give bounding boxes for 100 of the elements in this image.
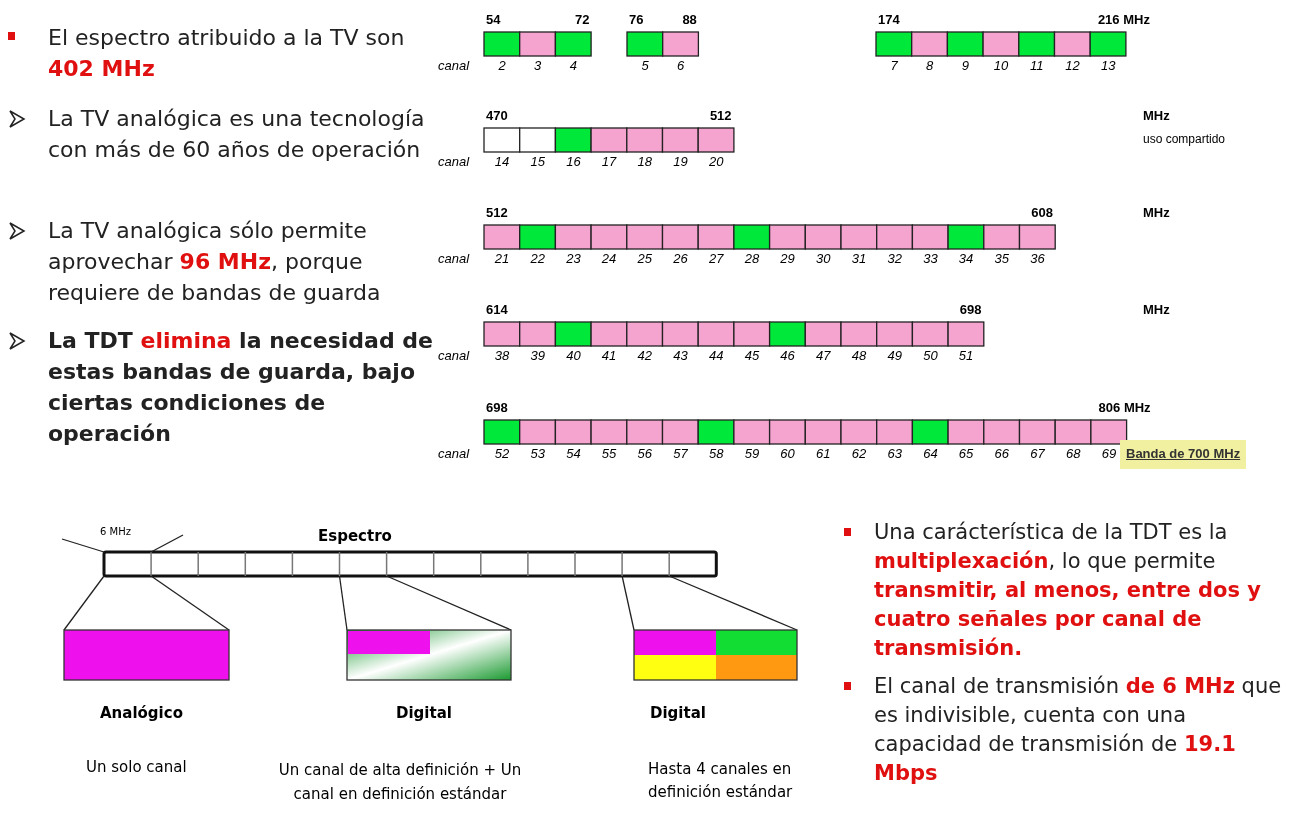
channel-number: 27 — [707, 251, 725, 266]
bullet-text: El espectro atribuido a la TV son 402 MHz — [48, 24, 406, 83]
channel-number: 41 — [600, 348, 618, 363]
frequency-label: 512 — [709, 108, 732, 123]
channel-number: 2 — [497, 58, 507, 73]
channel-number: 16 — [565, 154, 582, 169]
channel-number: 15 — [529, 154, 546, 169]
channel-number: 7 — [889, 58, 899, 73]
channel-number: 21 — [493, 251, 511, 266]
channel-number: 49 — [886, 348, 903, 363]
block-description: Hasta 4 canales en definición estándar — [648, 759, 794, 803]
channel-number: 40 — [565, 348, 582, 363]
channel-number: 50 — [922, 348, 939, 363]
channel-number: 36 — [1029, 251, 1046, 266]
channel-number: 66 — [993, 446, 1011, 461]
channel-number: 67 — [1029, 446, 1046, 461]
channel-number: 48 — [850, 348, 868, 363]
channel-number: 9 — [960, 58, 970, 73]
channel-number: 20 — [707, 154, 725, 169]
channel-number: 30 — [815, 251, 832, 266]
channel-number: 29 — [779, 251, 796, 266]
bullet-text: La TV analógica es una tecnología con más de 60 años de operación — [48, 105, 426, 164]
frequency-label: 216 MHz — [1097, 12, 1150, 27]
channel-number: 31 — [850, 251, 868, 266]
block-description: Un canal de alta definición + Un canal en definición estándar — [277, 760, 523, 805]
channel-number: 25 — [636, 251, 654, 266]
channel-number: 11 — [1029, 58, 1045, 73]
frequency-label: 608 — [1031, 205, 1053, 220]
channel-number: 59 — [743, 446, 761, 461]
channel-number: 19 — [672, 154, 689, 169]
row-label: canal — [438, 58, 470, 73]
highlighted-label: Banda de 700 MHz — [1120, 440, 1247, 469]
channel-number: 28 — [743, 251, 761, 266]
channel-number: 33 — [922, 251, 939, 266]
block-title: Digital — [396, 704, 452, 722]
frequency-label: 512 — [486, 205, 508, 220]
channel-number: 6 — [676, 58, 686, 73]
channel-number: 42 — [636, 348, 654, 363]
channel-number: 62 — [850, 446, 868, 461]
channel-number: 26 — [672, 251, 689, 266]
channel-number: 54 — [565, 446, 582, 461]
channel-number: 51 — [957, 348, 975, 363]
channel-number: 10 — [992, 58, 1010, 73]
channel-number: 3 — [533, 58, 543, 73]
channel-number: 63 — [886, 446, 903, 461]
channel-number: 23 — [565, 251, 582, 266]
row-label: canal — [438, 348, 470, 363]
bullet-text: La TV analógica sólo permite aprovechar 96 MHz, porque requiere de bandas de guarda — [48, 217, 382, 307]
block-description: Un solo canal — [86, 758, 187, 776]
frequency-label: 614 — [486, 302, 508, 317]
row-label: canal — [438, 251, 470, 266]
frequency-label: 174 — [878, 12, 900, 27]
channel-number: 35 — [993, 251, 1011, 266]
frequency-label: 806 MHz — [1098, 400, 1151, 415]
channel-number: 13 — [1099, 58, 1117, 73]
channel-number: 46 — [779, 348, 796, 363]
unit-label: MHz — [1143, 205, 1170, 220]
dimension-label: 6 MHz — [100, 526, 131, 537]
channel-number: 39 — [529, 348, 546, 363]
channel-number: 17 — [600, 154, 618, 169]
channel-number: 45 — [743, 348, 761, 363]
channel-number: 69 — [1100, 446, 1118, 461]
channel-number: 24 — [600, 251, 618, 266]
note-text: uso compartido — [1143, 132, 1226, 146]
block-title: Analógico — [100, 704, 183, 722]
block-title: Digital — [650, 704, 706, 722]
channel-number: 8 — [925, 58, 935, 73]
channel-number: 55 — [600, 446, 618, 461]
frequency-label: 88 — [682, 12, 697, 27]
channel-number: 34 — [957, 251, 975, 266]
channel-number: 5 — [640, 58, 650, 73]
frequency-label: 698 — [959, 302, 982, 317]
channel-number: 52 — [493, 446, 511, 461]
frequency-label: 698 — [486, 400, 508, 415]
channel-number: 43 — [672, 348, 689, 363]
channel-number: 68 — [1064, 446, 1082, 461]
channel-number: 32 — [886, 251, 903, 266]
bullet-text: La TDT elimina la necesidad de estas bandas de guarda, bajo ciertas condiciones de operación — [48, 327, 433, 448]
unit-label: MHz — [1143, 302, 1170, 317]
channel-number: 14 — [493, 154, 511, 169]
channel-number: 38 — [493, 348, 511, 363]
channel-number: 53 — [529, 446, 546, 461]
channel-number: 57 — [672, 446, 689, 461]
channel-number: 58 — [707, 446, 725, 461]
channel-number: 56 — [636, 446, 654, 461]
frequency-label: 72 — [575, 12, 590, 27]
channel-number: 60 — [779, 446, 796, 461]
channel-number: 47 — [815, 348, 832, 363]
row-label: canal — [438, 154, 470, 169]
channel-number: 65 — [957, 446, 975, 461]
channel-number: 12 — [1064, 58, 1081, 73]
row-label: canal — [438, 446, 470, 461]
channel-number: 64 — [922, 446, 939, 461]
bullet-text: El canal de transmisión de 6 MHz que es indivisible, cuenta con una capacidad de transmisión de 19.1 Mbps — [874, 673, 1283, 787]
channel-number: 44 — [707, 348, 725, 363]
channel-number: 18 — [636, 154, 654, 169]
unit-label: MHz — [1143, 108, 1170, 123]
channel-number: 61 — [815, 446, 832, 461]
spectrum-title: Espectro — [318, 527, 392, 545]
frequency-label: 470 — [486, 108, 508, 123]
